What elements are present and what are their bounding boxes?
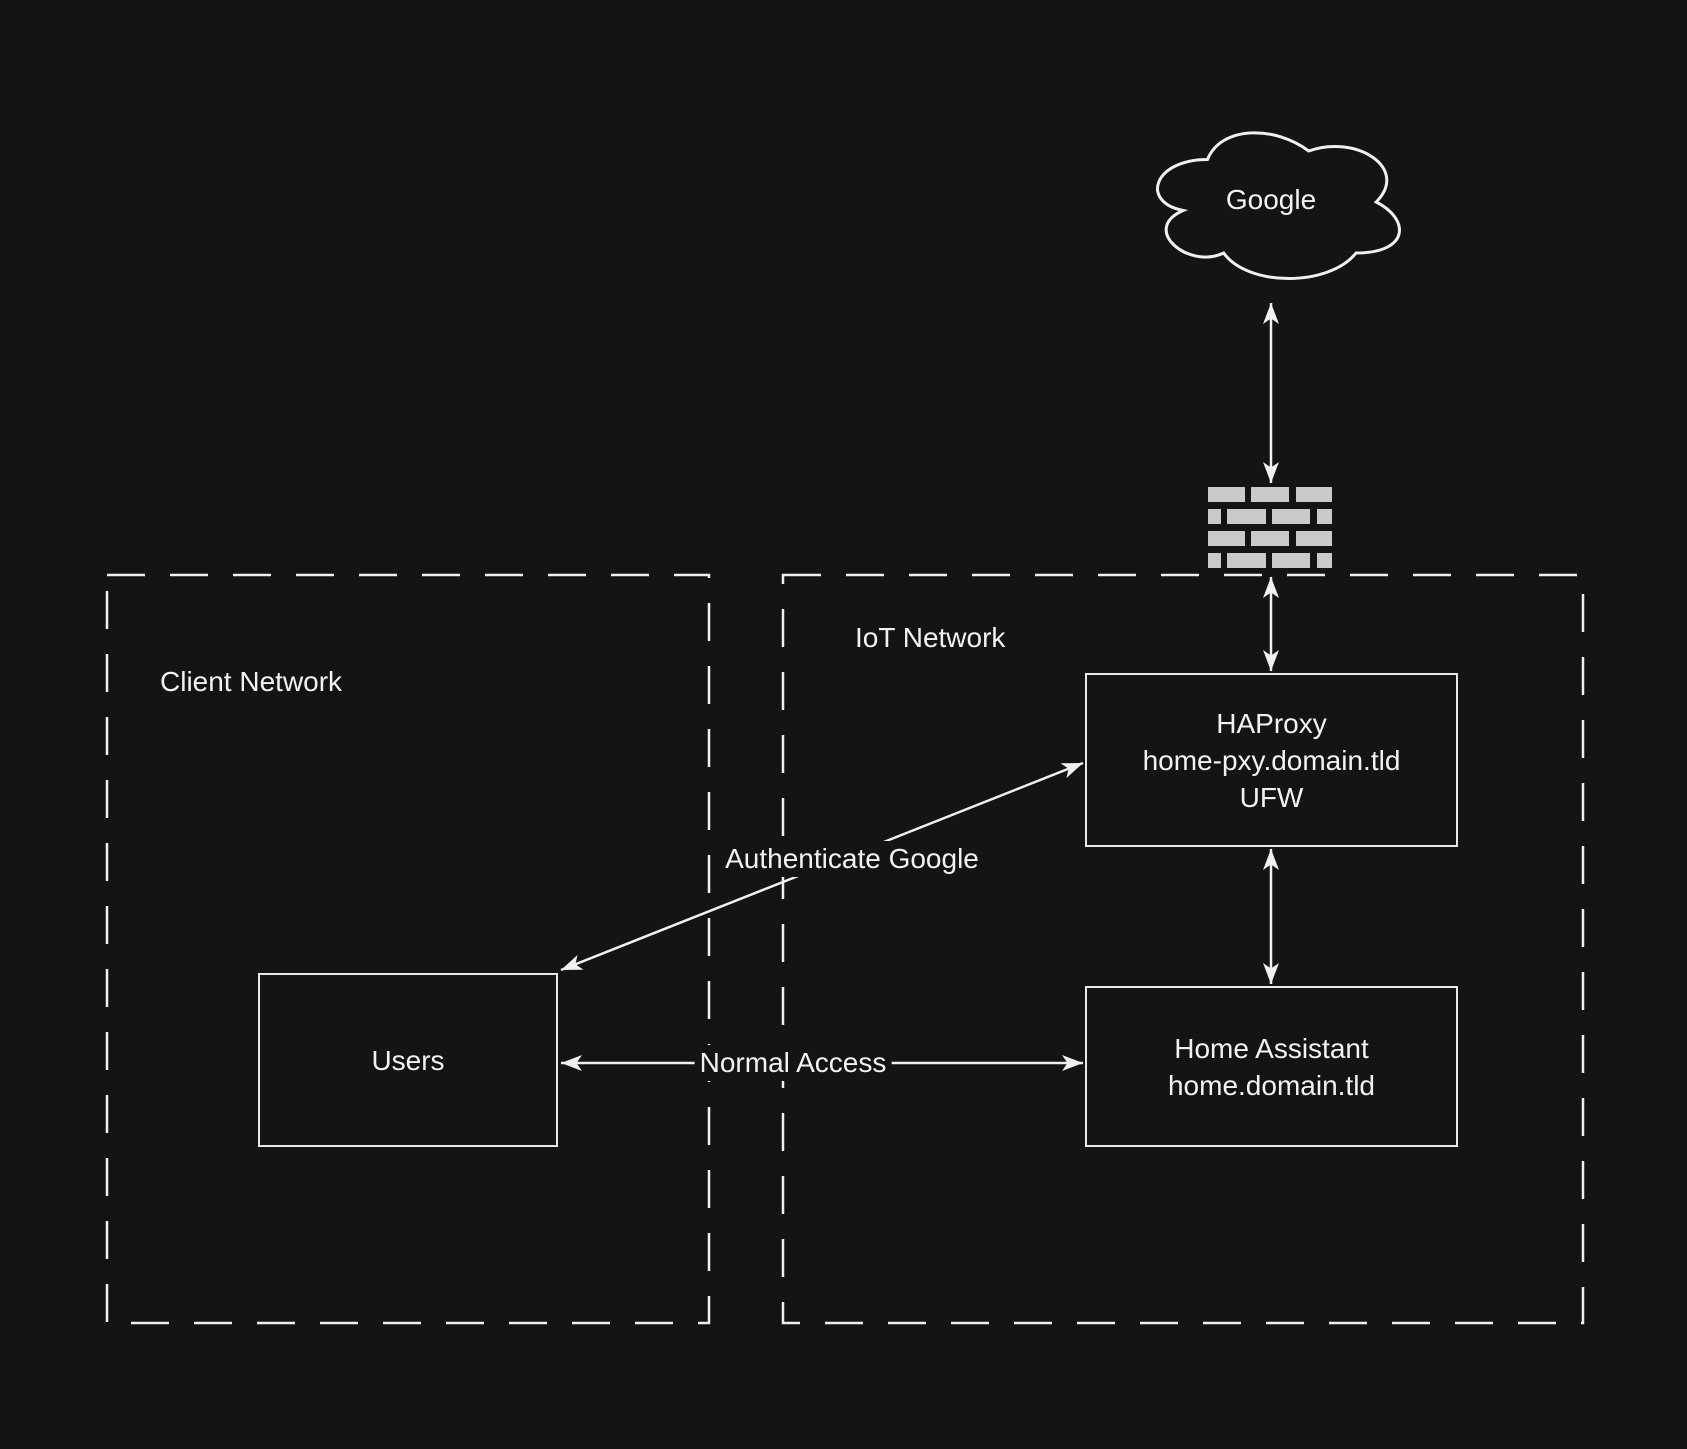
node-home-assistant: Home Assistant home.domain.tld	[1085, 986, 1458, 1147]
haproxy-name: HAProxy	[1216, 707, 1327, 739]
home-assistant-domain: home.domain.tld	[1167, 1069, 1375, 1101]
client-network-label: Client Network	[160, 666, 343, 697]
haproxy-ufw: UFW	[1239, 781, 1304, 813]
node-users: Users	[258, 973, 558, 1147]
firewall-brick-wall-icon	[1208, 487, 1332, 568]
google-cloud-label: Google	[1225, 184, 1317, 215]
home-assistant-name: Home Assistant	[1174, 1032, 1369, 1064]
haproxy-domain: home-pxy.domain.tld	[1142, 744, 1401, 776]
iot-network-label: IoT Network	[855, 622, 1006, 653]
edge-label-normal-access: Normal Access	[694, 1045, 892, 1081]
google-cloud-shape	[1156, 131, 1401, 280]
node-haproxy: HAProxy home-pxy.domain.tld UFW	[1085, 673, 1458, 847]
edge-label-authenticate-google: Authenticate Google	[720, 841, 984, 877]
users-label: Users	[371, 1044, 445, 1076]
